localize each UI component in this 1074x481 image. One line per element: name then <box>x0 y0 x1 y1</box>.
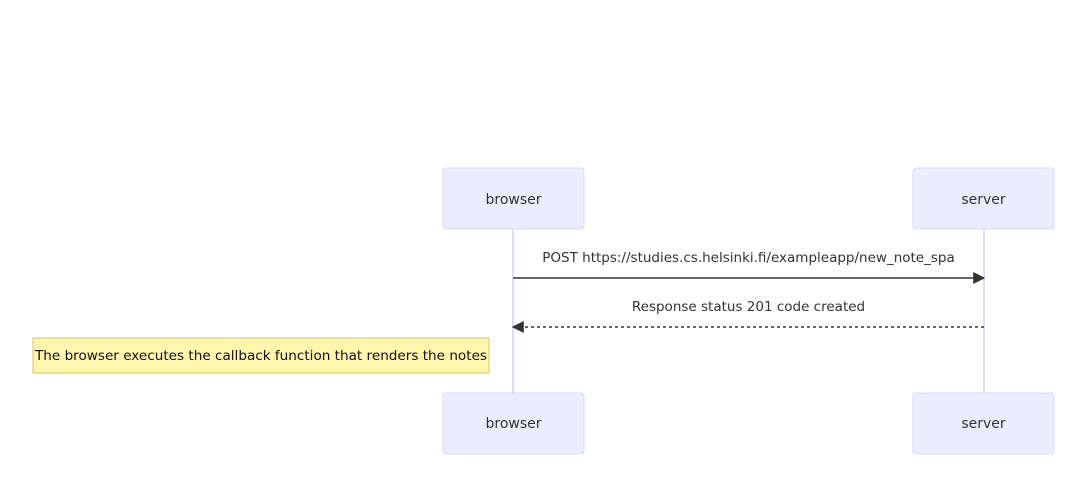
actor-label-server: server <box>961 192 1006 208</box>
actor-box <box>912 167 1055 230</box>
actor-box <box>442 167 585 230</box>
actor-browser-top: browser <box>442 167 585 230</box>
actor-label-server: server <box>961 416 1006 432</box>
message-post: POST https://studies.cs.helsinki.fi/exam… <box>513 250 986 284</box>
actor-box <box>442 392 585 455</box>
note-left-of-browser: The browser executes the callback functi… <box>32 337 490 374</box>
actor-box <box>912 392 1055 455</box>
actor-browser-bottom: browser <box>442 392 585 455</box>
actor-label-browser: browser <box>485 416 541 432</box>
note-box <box>32 337 490 374</box>
message-response: Response status 201 code created <box>511 299 984 333</box>
actor-label-browser: browser <box>485 192 541 208</box>
message-label: Response status 201 code created <box>632 299 865 315</box>
note-text: The browser executes the callback functi… <box>34 348 487 364</box>
actor-server-top: server <box>912 167 1055 230</box>
actor-server-bottom: server <box>912 392 1055 455</box>
message-label: POST https://studies.cs.helsinki.fi/exam… <box>542 250 954 266</box>
